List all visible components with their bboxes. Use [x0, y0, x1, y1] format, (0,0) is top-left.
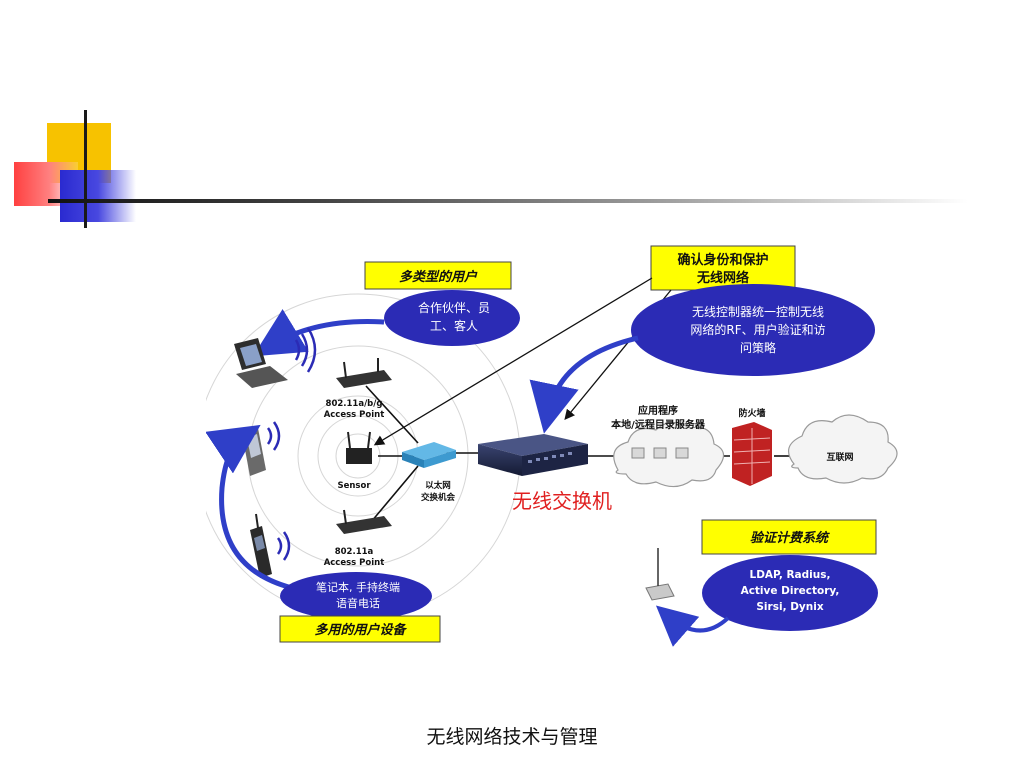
firewall-label: 防火墙 [738, 407, 765, 419]
wireless-switch-label: 无线交换机 [512, 489, 612, 513]
user-types-callout: 多类型的用户 合作伙伴、员 工、客人 [252, 261, 520, 357]
controller-callout: 无线控制器统一控制无线 网络的RF、用户验证和访 问策略 [529, 284, 875, 434]
wireless-network-diagram: 多类型的用户 合作伙伴、员 工、客人 确认身份和保护 无线网络 无线控制器统一控… [206, 245, 898, 647]
cloud-icon [787, 414, 898, 484]
phone-icon [250, 513, 272, 578]
controller-text-3: 问策略 [740, 340, 776, 355]
billing-text-1: LDAP, Radius, [750, 569, 831, 581]
devices-text-1: 笔记本, 手持终端 [316, 580, 400, 594]
devices-arrow [206, 424, 293, 591]
server-icon [478, 434, 588, 476]
auth-title-2: 无线网络 [696, 270, 749, 286]
user-types-title: 多类型的用户 [399, 269, 478, 285]
app-label-2: 本地/远程目录服务器 [611, 418, 706, 431]
firewall-icon [732, 422, 772, 486]
wifi-signal-icon [294, 327, 317, 373]
auth-title-1: 确认身份和保护 [677, 252, 768, 268]
user-types-text-1: 合作伙伴、员 [418, 300, 490, 315]
billing-callout: 验证计费系统 LDAP, Radius, Active Directory, S… [655, 519, 878, 647]
ap-a-label-1: 802.11a [335, 547, 374, 557]
devices-callout: 笔记本, 手持终端 语音电话 多用的用户设备 [279, 572, 441, 643]
devices-title: 多用的用户设备 [314, 622, 407, 638]
ap-bg-label-2: Access Point [324, 410, 385, 420]
ethernet-label-1: 以太网 [425, 480, 451, 491]
title-underline [48, 199, 968, 203]
app-server-cloud [613, 421, 725, 488]
billing-text-3: Sirsi, Dynix [756, 601, 823, 613]
access-point-icon [336, 509, 392, 534]
ap-bg-label-1: 802.11a/b/g [326, 399, 383, 409]
sensor-icon [346, 431, 372, 464]
billing-text-2: Active Directory, [741, 585, 840, 597]
access-point-icon [336, 358, 392, 388]
user-types-text-2: 工、客人 [430, 318, 478, 333]
sensor-label: Sensor [337, 481, 371, 491]
devices-text-2: 语音电话 [336, 596, 380, 610]
decor-blue-block [60, 170, 136, 222]
controller-text-1: 无线控制器统一控制无线 [692, 305, 824, 319]
pda-icon [242, 428, 266, 476]
ap-a-label-2: Access Point [324, 558, 385, 568]
access-point-icon [645, 548, 675, 601]
wifi-signal-icon [276, 531, 291, 561]
auth-callout: 确认身份和保护 无线网络 [373, 245, 796, 446]
internet-label: 互联网 [826, 451, 853, 463]
slide-footer: 无线网络技术与管理 [426, 726, 598, 748]
controller-text-2: 网络的RF、用户验证和访 [690, 322, 825, 337]
wifi-signal-icon [266, 421, 281, 451]
app-label-1: 应用程序 [638, 404, 678, 417]
ethernet-label-2: 交换机会 [421, 492, 456, 503]
billing-title: 验证计费系统 [750, 530, 830, 546]
switch-icon [402, 442, 456, 468]
laptop-icon [234, 338, 288, 388]
decor-vertical-line [84, 110, 87, 228]
